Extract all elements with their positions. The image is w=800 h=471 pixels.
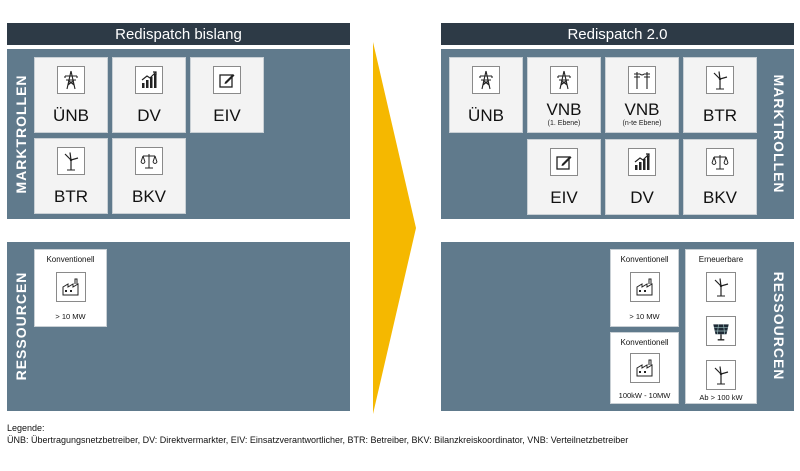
card-vnb-1: VNB (1. Ebene)	[527, 57, 601, 133]
card-bkv: BKV	[683, 139, 757, 215]
left-title-bar: Redispatch bislang	[7, 23, 350, 45]
card-eiv: EIV	[190, 57, 264, 133]
card-label: VNB	[624, 100, 660, 119]
right-marktrollen-label: MARKTROLLEN	[771, 74, 787, 194]
resource-title: Konventionell	[620, 255, 669, 264]
transmission-tower-icon	[472, 66, 500, 94]
resource-sub: 100kW - 10MW	[618, 391, 671, 400]
edit-icon	[550, 148, 578, 176]
card-label: DV	[630, 188, 654, 207]
resource-title: Erneuerbare	[698, 255, 744, 264]
resource-card-konventionell: Konventionell > 10 MW	[34, 249, 107, 327]
resource-card-erneuerbare: Erneuerbare Ab > 100 kW	[685, 249, 757, 404]
factory-icon	[55, 272, 86, 302]
card-btr: BTR	[34, 138, 108, 214]
edit-icon	[213, 66, 241, 94]
card-label: ÜNB	[468, 106, 504, 125]
wind-turbine-icon	[706, 272, 736, 302]
card-dv: DV	[112, 57, 186, 133]
resource-title: Konventionell	[620, 338, 669, 347]
card-label: ÜNB	[53, 106, 89, 125]
card-label: DV	[137, 106, 161, 125]
wind-turbine-icon	[57, 147, 85, 175]
left-title: Redispatch bislang	[115, 25, 242, 43]
card-label: VNB	[546, 100, 582, 119]
card-label: BTR	[54, 187, 88, 206]
right-title-bar: Redispatch 2.0	[441, 23, 794, 45]
transition-arrow	[373, 42, 416, 414]
card-dv: DV	[605, 139, 679, 215]
card-label: BKV	[702, 188, 738, 207]
resource-card-konventionell-large: Konventionell > 10 MW	[610, 249, 679, 327]
left-ressourcen-label: RESSOURCEN	[13, 271, 29, 381]
bar-chart-icon	[628, 148, 656, 176]
card-bkv: BKV	[112, 138, 186, 214]
power-pole-icon	[628, 66, 656, 94]
resource-card-konventionell-small: Konventionell 100kW - 10MW	[610, 332, 679, 404]
right-ressourcen-label: RESSOURCEN	[771, 271, 787, 381]
factory-icon	[629, 272, 660, 302]
factory-icon	[629, 353, 660, 383]
left-ressourcen-panel: RESSOURCEN Konventionell > 10 MW	[7, 242, 350, 411]
card-uenb: ÜNB	[449, 57, 523, 133]
card-sub: (n-te Ebene)	[622, 120, 662, 127]
balance-scale-icon	[706, 148, 734, 176]
resource-sub: > 10 MW	[55, 312, 86, 321]
card-label: BKV	[131, 187, 167, 206]
left-marktrollen-label: MARKTROLLEN	[13, 74, 29, 194]
resource-sub: Ab > 100 kW	[699, 393, 743, 402]
solar-panel-icon	[706, 316, 736, 346]
legend-text: ÜNB: Übertragungsnetzbetreiber, DV: Dire…	[7, 435, 629, 445]
legend-heading: Legende:	[7, 423, 45, 433]
card-uenb: ÜNB	[34, 57, 108, 133]
card-label: BTR	[703, 106, 737, 125]
resource-sub: > 10 MW	[629, 312, 660, 321]
card-eiv: EIV	[527, 139, 601, 215]
card-label: EIV	[550, 188, 578, 207]
bar-chart-icon	[135, 66, 163, 94]
right-title: Redispatch 2.0	[567, 25, 668, 43]
transmission-tower-icon	[550, 66, 578, 94]
right-marktrollen-panel: MARKTROLLEN ÜNB VNB (1. Ebene) VNB (n-te…	[441, 49, 794, 219]
card-vnb-n: VNB (n-te Ebene)	[605, 57, 679, 133]
wind-turbine-icon	[706, 360, 736, 390]
resource-title: Konventionell	[46, 255, 95, 264]
right-ressourcen-panel: RESSOURCEN Konventionell > 10 MW Konvent…	[441, 242, 794, 411]
card-btr: BTR	[683, 57, 757, 133]
left-marktrollen-panel: MARKTROLLEN ÜNB DV EIV BTR BKV	[7, 49, 350, 219]
wind-turbine-icon	[706, 66, 734, 94]
card-sub: (1. Ebene)	[547, 120, 581, 127]
card-label: EIV	[213, 106, 241, 125]
balance-scale-icon	[135, 147, 163, 175]
transmission-tower-icon	[57, 66, 85, 94]
